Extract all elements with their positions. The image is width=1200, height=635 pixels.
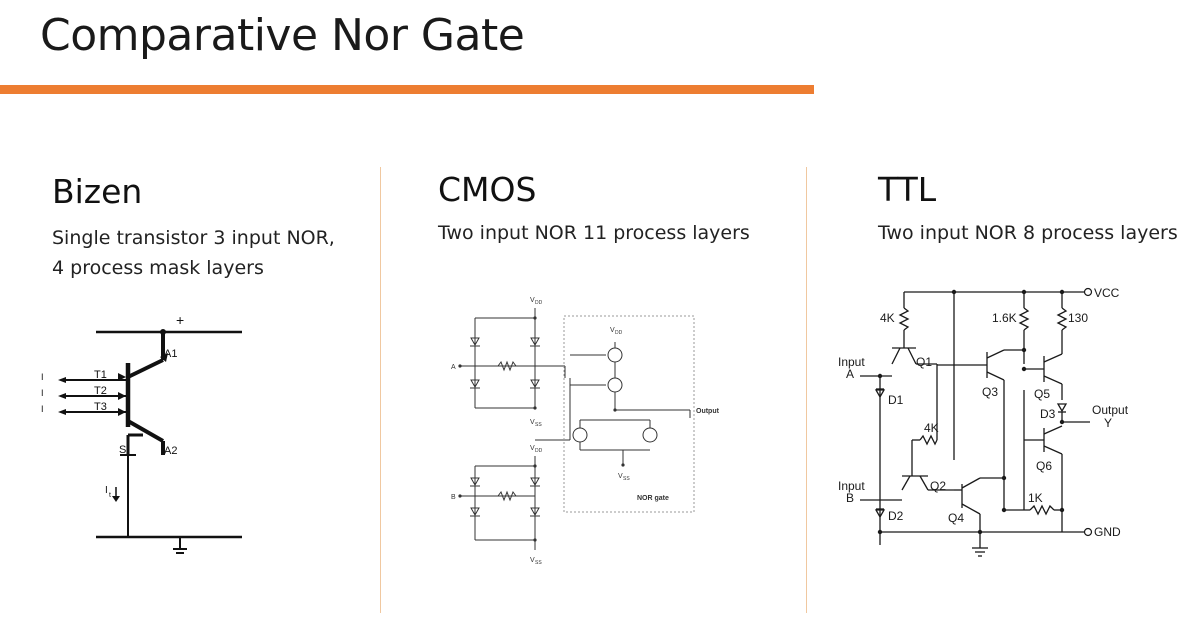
bizen-circuit-diagram: + A1 A2 T1 T2 T3 S I I I I t	[41, 312, 242, 554]
bizen-description-line-1: Single transistor 3 input NOR,	[52, 227, 335, 249]
cmos-vdd-label-1: V	[530, 297, 535, 304]
cmos-vss-sub-label-3: SS	[623, 476, 630, 482]
ttl-d3-label: D3	[1040, 407, 1056, 421]
ttl-r4k-mid-label: 4K	[924, 421, 939, 435]
bizen-heading: Bizen	[52, 172, 143, 211]
bizen-i-label-2: I	[41, 388, 44, 398]
cmos-vdd-sub-label-2: DD	[535, 448, 543, 454]
cmos-vss-label-3: V	[618, 473, 623, 480]
ttl-input-a-label-1: Input	[838, 355, 865, 369]
cmos-heading: CMOS	[438, 170, 537, 209]
cmos-description: Two input NOR 11 process layers	[438, 218, 750, 248]
ttl-description: Two input NOR 8 process layers	[878, 218, 1178, 248]
slide-title: Comparative Nor Gate	[40, 10, 525, 61]
cmos-input-a-label: A	[451, 364, 456, 371]
ttl-q2-label: Q2	[930, 479, 946, 493]
ttl-q6-label: Q6	[1036, 459, 1052, 473]
bizen-description: Single transistor 3 input NOR, 4 process…	[52, 223, 335, 283]
ttl-input-b-label-1: Input	[838, 479, 865, 493]
cmos-vdd-label-3: V	[610, 327, 615, 334]
bizen-description-line-2: 4 process mask layers	[52, 257, 264, 279]
ttl-q5-label: Q5	[1034, 387, 1050, 401]
bizen-plus-label: +	[176, 312, 184, 328]
ttl-heading: TTL	[878, 170, 937, 209]
cmos-vdd-sub-label-3: DD	[615, 330, 623, 336]
ttl-gnd-label: GND	[1094, 525, 1121, 539]
ttl-input-a-label-2: A	[846, 367, 854, 381]
column-divider-right	[806, 167, 807, 613]
cmos-input-b-label: B	[451, 494, 456, 501]
ttl-q4-label: Q4	[948, 511, 964, 525]
cmos-nor-gate-label: NOR gate	[637, 495, 669, 502]
cmos-vdd-sub-label-1: DD	[535, 300, 543, 306]
ttl-vcc-label: VCC	[1094, 286, 1120, 300]
bizen-t3-label: T3	[94, 401, 107, 413]
ttl-q1-label: Q1	[916, 355, 932, 369]
bizen-it-label: I	[105, 485, 108, 496]
bizen-t1-label: T1	[94, 369, 107, 381]
bizen-t2-label: T2	[94, 385, 107, 397]
cmos-description-line-1: Two input NOR 11 process layers	[438, 222, 750, 244]
bizen-a2-label: A2	[164, 445, 177, 457]
ttl-input-b-label-2: B	[846, 491, 854, 505]
ttl-output-label-1: Output	[1092, 403, 1129, 417]
bizen-a1-label: A1	[164, 348, 177, 360]
bizen-i-label-1: I	[41, 372, 44, 382]
ttl-description-line-1: Two input NOR 8 process layers	[878, 222, 1178, 244]
ttl-circuit-diagram: VCC GND 4K 1.6K 130 4K 1K Input A Input …	[838, 286, 1129, 557]
ttl-r130-label: 130	[1068, 311, 1088, 325]
ttl-r16k-label: 1.6K	[992, 311, 1017, 325]
ttl-r1k-label: 1K	[1028, 491, 1043, 505]
bizen-s-label: S	[119, 444, 126, 456]
ttl-d2-label: D2	[888, 509, 904, 523]
cmos-output-label: Output	[696, 408, 720, 415]
bizen-i-label-3: I	[41, 404, 44, 414]
cmos-vss-label-2: V	[530, 557, 535, 564]
cmos-vdd-label-2: V	[530, 445, 535, 452]
cmos-vss-sub-label-1: SS	[535, 422, 542, 428]
cmos-vss-sub-label-2: SS	[535, 560, 542, 566]
ttl-r4k-top-label: 4K	[880, 311, 895, 325]
cmos-vss-label-1: V	[530, 419, 535, 426]
ttl-q3-label: Q3	[982, 385, 998, 399]
column-divider-left	[380, 167, 381, 613]
ttl-d1-label: D1	[888, 393, 904, 407]
cmos-circuit-diagram: V DD V SS V DD V SS V DD V SS A B Output…	[451, 297, 720, 566]
bizen-it-sub-label: t	[109, 492, 111, 499]
ttl-output-label-2: Y	[1104, 416, 1112, 430]
title-underline	[0, 85, 814, 94]
